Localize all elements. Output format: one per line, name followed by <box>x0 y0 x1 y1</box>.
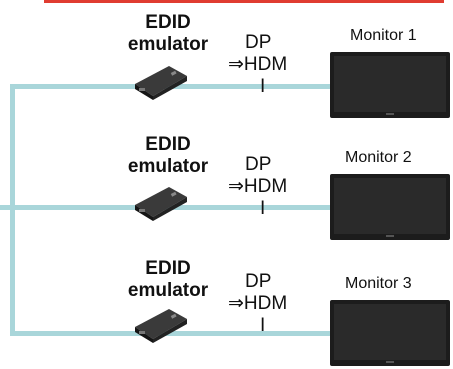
conversion-label: DP ⇒HDM I <box>228 271 287 337</box>
conversion-line3: I <box>260 198 266 219</box>
device-label-line2: emulator <box>127 34 209 55</box>
conversion-line2: ⇒HDM <box>228 293 288 314</box>
device-label: EDID emulator <box>112 12 224 56</box>
monitor-icon <box>330 174 450 240</box>
device-label-line1: EDID <box>145 258 191 279</box>
device-label-line1: EDID <box>145 12 191 33</box>
edid-emulator-device-icon <box>131 183 189 223</box>
top-accent-rule <box>44 0 444 3</box>
conversion-line2: ⇒HDM <box>228 176 288 197</box>
edid-emulator-device-icon <box>131 62 189 102</box>
cable-left-stub <box>0 205 12 210</box>
device-label-line1: EDID <box>145 134 191 155</box>
conversion-line3: I <box>260 315 266 336</box>
cable-row-3 <box>10 331 334 336</box>
device-label: EDID emulator <box>112 258 224 302</box>
conversion-line3: I <box>260 76 266 97</box>
conversion-line1: DP <box>245 271 272 292</box>
monitor-label: Monitor 1 <box>350 27 417 44</box>
device-label-line2: emulator <box>127 156 209 177</box>
cable-main-vertical <box>10 86 15 336</box>
monitor-icon <box>330 300 450 366</box>
conversion-line1: DP <box>245 154 272 175</box>
monitor-label: Monitor 3 <box>345 275 412 292</box>
conversion-label: DP ⇒HDM I <box>228 154 287 220</box>
edid-emulator-device-icon <box>131 305 189 345</box>
monitor-icon <box>330 52 450 118</box>
conversion-line2: ⇒HDM <box>228 54 288 75</box>
device-label-line2: emulator <box>127 280 209 301</box>
monitor-label: Monitor 2 <box>345 149 412 166</box>
conversion-line1: DP <box>245 32 272 53</box>
conversion-label: DP ⇒HDM I <box>228 32 287 98</box>
device-label: EDID emulator <box>112 134 224 178</box>
